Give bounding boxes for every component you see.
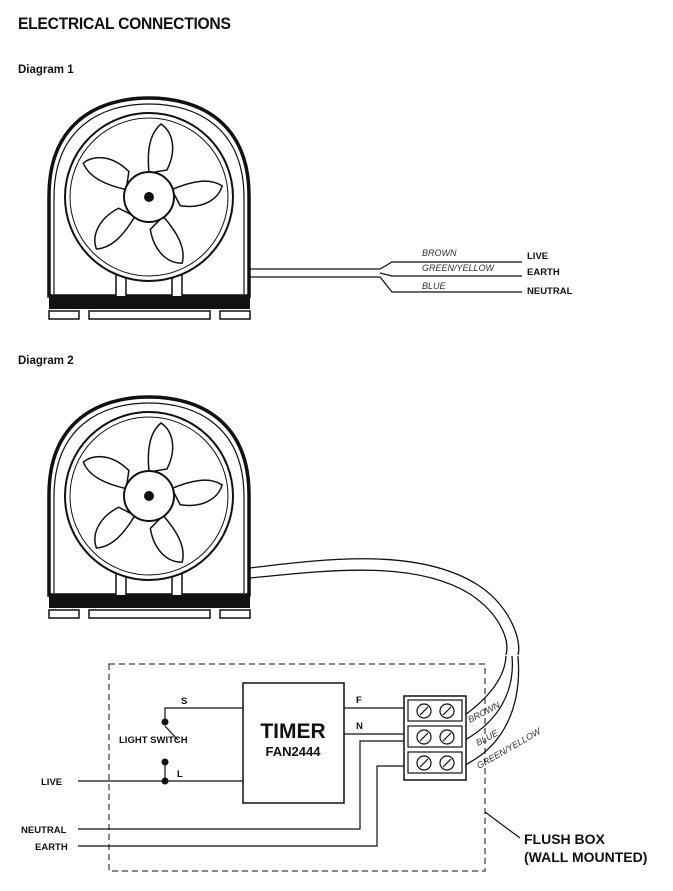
timer-box [242,682,345,804]
page-title: ELECTRICAL CONNECTIONS [18,14,231,33]
live-label: LIVE [41,777,62,788]
pin-n-label: N [356,721,363,732]
timer-model: FAN2444 [266,744,322,759]
wire-label-green-yellow: GREEN/YELLOW [422,263,496,273]
flush-box-label: FLUSH BOX [524,831,606,847]
flush-box-sublabel: (WALL MOUNTED) [524,849,647,865]
wire-label-brown: BROWN [422,248,457,258]
terminal-live: LIVE [527,251,548,262]
timer-title: TIMER [260,720,325,743]
diagram-2-heading: Diagram 2 [18,355,74,367]
light-switch-label: LIGHT SWITCH [119,735,188,746]
pin-f-label: F [356,695,362,706]
wire-label-blue: BLUE [422,281,447,291]
terminal-earth: EARTH [527,267,560,278]
pin-l-label: L [177,769,183,780]
fan-unit-1 [47,96,252,321]
neutral-label: NEUTRAL [21,825,67,836]
flush-box-outline [108,663,486,872]
cable-1 [250,261,522,293]
junction-dots [161,718,169,785]
earth-label: EARTH [35,842,68,853]
cable-label-blue: BLUE [474,727,500,747]
terminal-neutral: NEUTRAL [527,286,573,297]
pin-s-label: S [181,696,187,707]
flexible-cable [249,558,520,766]
diagram-1-heading: Diagram 1 [18,64,74,76]
fan-unit-2 [47,395,252,620]
terminal-block [403,695,467,781]
